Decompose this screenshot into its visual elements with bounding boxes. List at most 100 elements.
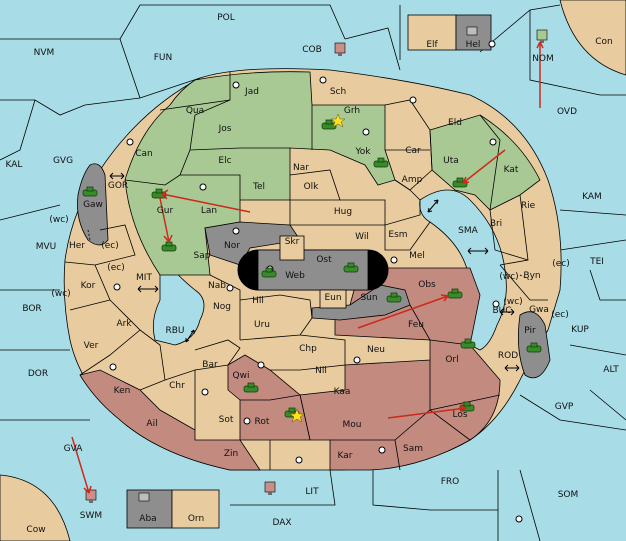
label-ail[interactable]: Ail [146,419,157,429]
label-qwi[interactable]: Qwi [233,371,250,381]
label-elf[interactable]: Elf [426,40,438,50]
tank-icon[interactable] [386,292,402,303]
label-web[interactable]: Web [285,271,305,281]
label-bar[interactable]: Bar [202,360,218,370]
label-lit[interactable]: LIT [305,487,319,497]
label-nil[interactable]: Nil [315,366,327,376]
label-qua[interactable]: Qua [186,106,204,116]
label-rbu[interactable]: RBU [165,326,184,336]
label-esm[interactable]: Esm [388,230,407,240]
ship-icon[interactable] [334,42,346,56]
label-kat[interactable]: Kat [504,165,519,175]
label-alt[interactable]: ALT [603,365,619,375]
label-kup[interactable]: KUP [571,325,589,335]
region-aba[interactable] [126,489,173,529]
label-sap[interactable]: Sap [194,251,211,261]
label-eld[interactable]: Eld [448,118,462,128]
label-nab[interactable]: Nab [208,281,226,291]
label-los[interactable]: Los [452,410,467,420]
label-pol[interactable]: POL [217,13,235,23]
label-gvp[interactable]: GVP [555,402,574,412]
label-nar[interactable]: Nar [293,163,309,173]
label-swm[interactable]: SWM [80,511,102,521]
tank-icon[interactable] [373,157,389,168]
label-neu[interactable]: Neu [367,345,385,355]
label-tei[interactable]: TEI [589,257,604,267]
label-sun[interactable]: Sun [360,293,377,303]
tank-icon[interactable] [161,241,177,252]
label-jos[interactable]: Jos [218,124,232,134]
region-nor-grey[interactable] [204,221,301,266]
label-ovd[interactable]: OVD [557,107,577,117]
label-olk[interactable]: Olk [304,182,320,192]
label-rot[interactable]: Rot [255,417,270,427]
label-sma[interactable]: SMA [458,226,478,236]
label-feu[interactable]: Feu [408,320,424,330]
label-dax[interactable]: DAX [272,518,291,528]
label-can[interactable]: Can [135,149,153,159]
label-bri[interactable]: Bri [490,219,502,229]
region-elf[interactable] [407,14,457,51]
tank-icon[interactable] [526,342,542,353]
label-gwa[interactable]: Gwa [529,305,549,315]
ship-icon[interactable] [264,481,276,495]
label-obs[interactable]: Obs [418,280,436,290]
label-fro[interactable]: FRO [441,477,460,487]
region-eun[interactable] [319,289,347,309]
label-kal[interactable]: KAL [6,160,23,170]
ship-icon[interactable] [138,492,150,502]
label-mou[interactable]: Mou [343,420,362,430]
ship-icon[interactable] [536,29,548,43]
label-cow[interactable]: Cow [26,525,45,535]
label-kaa[interactable]: Kaa [334,387,351,397]
tank-icon[interactable] [82,186,98,197]
label-amp[interactable]: Amp [402,175,423,185]
label-yok[interactable]: Yok [354,147,371,157]
label-her[interactable]: Her [69,241,85,251]
label-sam[interactable]: Sam [403,444,423,454]
region-sma[interactable] [419,189,507,351]
label-gur[interactable]: Gur [157,206,174,216]
label-ken[interactable]: Ken [114,386,131,396]
label-gva[interactable]: GVA [64,444,84,454]
label-buc[interactable]: BUC [492,306,511,316]
tank-icon[interactable] [261,267,277,278]
label-fun[interactable]: FUN [154,53,173,63]
label-chp[interactable]: Chp [299,344,317,354]
label-zin[interactable]: Zin [224,449,238,459]
label-orn[interactable]: Orn [188,514,204,524]
label-elc[interactable]: Elc [218,156,231,166]
label-ost[interactable]: Ost [316,255,332,265]
label-grh[interactable]: Grh [344,106,360,116]
label-chr[interactable]: Chr [169,381,185,391]
label-nor[interactable]: Nor [224,241,240,251]
label-som[interactable]: SOM [558,490,579,500]
label-wil[interactable]: Wil [355,232,369,242]
label-car[interactable]: Car [405,146,421,156]
ship-icon[interactable] [85,489,97,503]
label-hel[interactable]: Hel [466,40,481,50]
label-bor[interactable]: BOR [22,304,41,314]
label-mel[interactable]: Mel [409,251,425,261]
region-orn[interactable] [171,489,220,529]
label-jad[interactable]: Jad [244,87,259,97]
red-territory-west[interactable] [79,369,261,471]
label-eun[interactable]: Eun [324,293,341,303]
label-mit[interactable]: MIT [136,273,152,283]
label-hil[interactable]: Hil [252,296,264,306]
region-skr[interactable] [279,235,305,261]
ship-icon[interactable] [466,26,478,36]
label-kam[interactable]: KAM [582,192,602,202]
label-hug[interactable]: Hug [334,207,352,217]
label-con[interactable]: Con [595,37,613,47]
tank-icon[interactable] [243,382,259,393]
label-orl[interactable]: Orl [445,355,458,365]
label-byn[interactable]: Byn [523,271,540,281]
label-nvm[interactable]: NVM [34,48,55,58]
label-dor[interactable]: DOR [28,369,48,379]
label-rod[interactable]: ROD [498,351,518,361]
tank-icon[interactable] [343,262,359,273]
label-gaw[interactable]: Gaw [83,200,103,210]
label-aba[interactable]: Aba [139,514,156,524]
label-nog[interactable]: Nog [213,302,231,312]
